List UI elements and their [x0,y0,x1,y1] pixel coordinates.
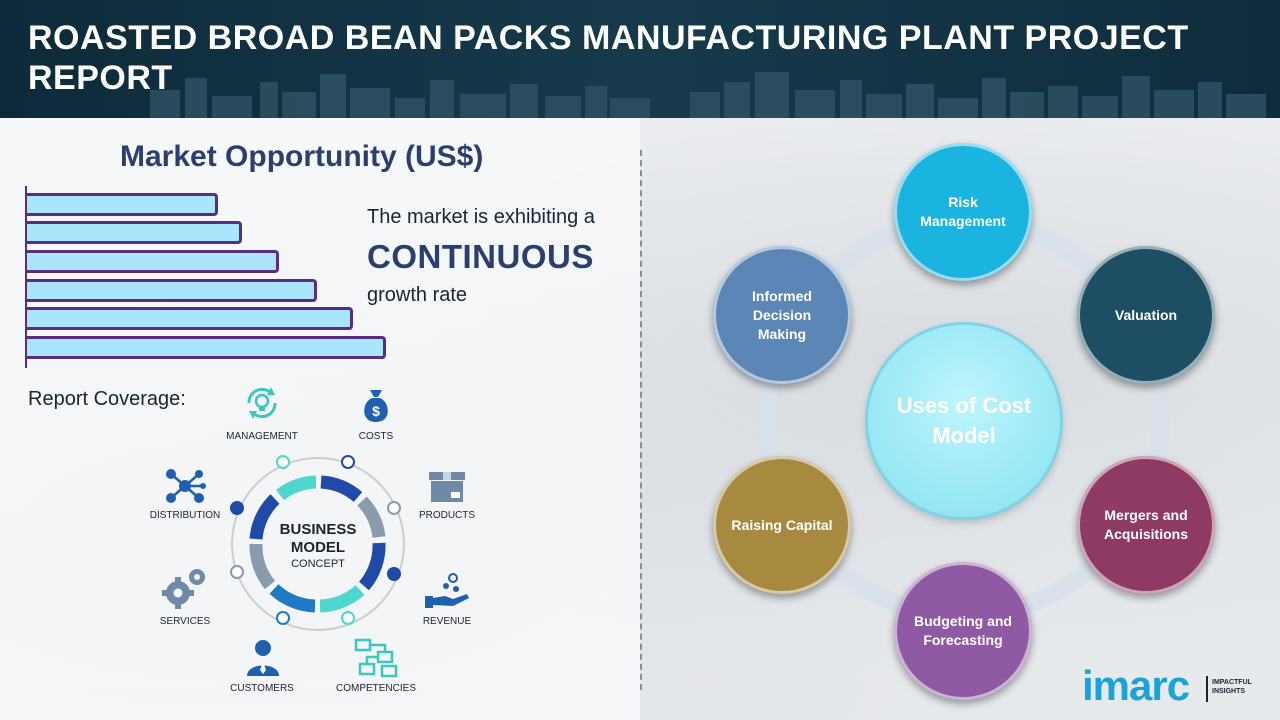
imarc-logo: imarc [1082,662,1190,709]
node-raising-capital: Raising Capital [713,456,851,594]
market-bar [27,250,279,273]
coverage-label-costs: COSTS [358,431,394,442]
logo-tagline-line2: INSIGHTS [1212,688,1246,695]
node-informed-decision-making: Informed Decision Making [713,246,851,384]
growth-text-emphasis: CONTINUOUS [367,238,594,275]
market-bar [27,279,317,302]
node-risk-management: Risk Management [894,143,1032,281]
customer-icon [247,640,279,676]
growth-text-line1: The market is exhibiting a [367,206,595,228]
logo-tagline-line1: IMPACTFUL [1212,679,1252,686]
cost-model-center: Uses of Cost Model [868,325,1060,517]
bm-center-line3: CONCEPT [291,558,345,570]
skyline-graphic [150,72,1266,118]
logo-separator [1206,676,1208,702]
coverage-label-services: SERVICES [159,616,211,627]
business-model-diagram: BUSINESS MODEL CONCEPT [230,455,405,631]
market-bar [27,336,386,359]
bm-center-line1: BUSINESS [280,521,357,538]
revenue-hand-icon [425,573,469,608]
node-budgeting-forecasting: Budgeting and Forecasting [894,562,1032,700]
coverage-label-products: PRODUCTS [418,510,476,521]
bm-center-line2: MODEL [291,539,345,556]
coverage-label-revenue: REVENUE [422,616,472,627]
market-opportunity-title: Market Opportunity (US$) [120,140,484,173]
market-bar [27,221,242,244]
coverage-label-competencies: COMPETENCIES [335,683,416,694]
competencies-icon [354,638,398,678]
left-panel [0,118,640,720]
products-box-icon [429,472,465,502]
report-coverage-title: Report Coverage: [28,388,186,410]
coverage-label-distribution: DISTRIBUTION [149,510,221,521]
distribution-network-icon [166,469,206,503]
management-icon [247,387,277,419]
node-valuation: Valuation [1077,246,1215,384]
bar-axis [25,186,27,368]
svg-text:$: $ [372,403,380,419]
divider [640,150,642,690]
services-gears-icon [162,569,205,609]
page-title: ROASTED BROAD BEAN PACKS MANUFACTURING P… [28,19,1189,97]
market-bar [27,307,353,330]
coverage-label-management: MANAGEMENT [226,431,298,442]
header-banner: ROASTED BROAD BEAN PACKS MANUFACTURING P… [0,0,1280,118]
node-mergers-acquisitions: Mergers and Acquisitions [1077,456,1215,594]
logo-tagline: IMPACTFUL INSIGHTS [1212,678,1252,696]
money-bag-icon: $ [364,390,388,422]
growth-text-line3: growth rate [367,284,468,306]
coverage-label-customers: CUSTOMERS [230,683,294,694]
market-bar [27,193,218,216]
